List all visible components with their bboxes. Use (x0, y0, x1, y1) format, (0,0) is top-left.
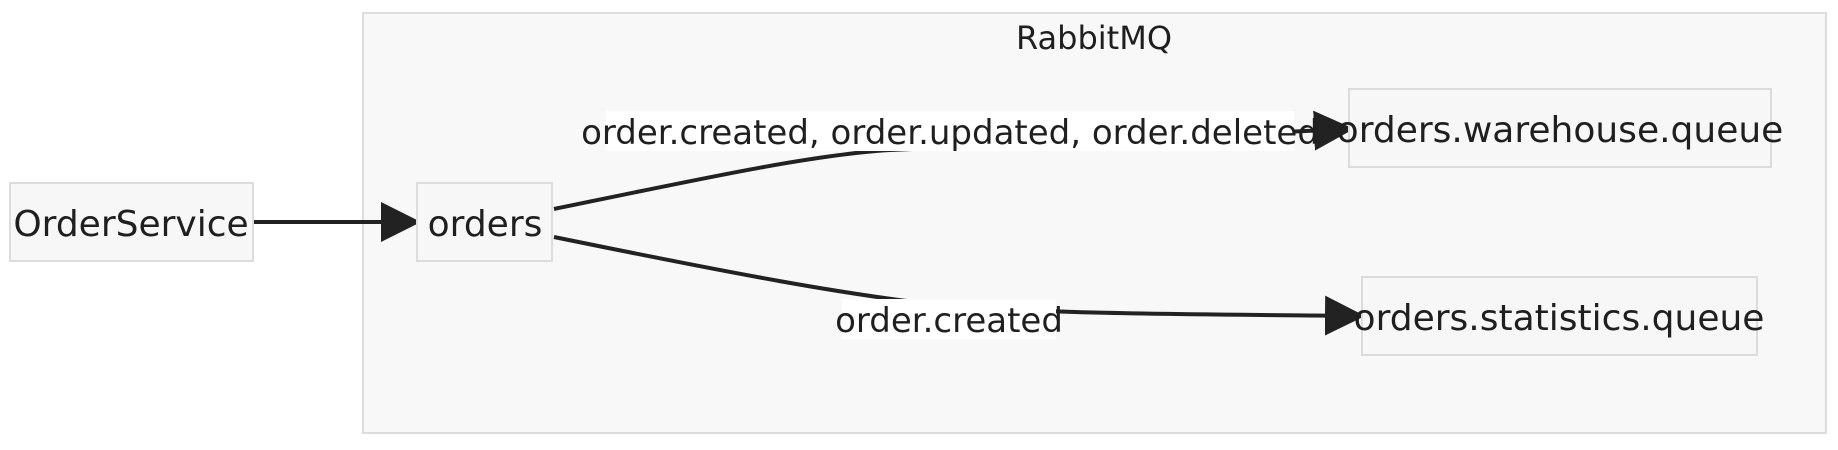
edge-label-warehouse-bg (606, 111, 1294, 151)
edge-label-warehouse-text: order.created, order.updated, order.dele… (581, 113, 1319, 153)
edge-exchange-to-warehouse (553, 110, 1354, 211)
node-statistics-queue: orders.statistics.queue (1354, 276, 1765, 356)
edge-label-statistics-text: order.created (835, 301, 1063, 341)
edge-label-statistics-bg (842, 299, 1056, 339)
node-warehouse-queue-box (1348, 88, 1772, 168)
node-orders-exchange: orders (416, 182, 553, 262)
node-order-service: OrderService (9, 182, 254, 262)
node-order-service-box (9, 182, 254, 262)
rabbitmq-cluster-label: RabbitMQ (1016, 19, 1172, 57)
rabbitmq-cluster-box (362, 12, 1827, 434)
node-warehouse-queue: orders.warehouse.queue (1337, 88, 1784, 168)
node-orders-exchange-label: orders (428, 204, 543, 245)
node-warehouse-queue-label: orders.warehouse.queue (1337, 110, 1784, 151)
node-orders-exchange-box (416, 182, 553, 262)
node-statistics-queue-label: orders.statistics.queue (1354, 298, 1765, 339)
edge-label-warehouse: order.created, order.updated, order.dele… (581, 111, 1319, 153)
rabbitmq-cluster: RabbitMQ (362, 12, 1827, 434)
node-statistics-queue-box (1361, 276, 1758, 356)
edge-label-statistics: order.created (835, 299, 1063, 341)
node-order-service-label: OrderService (13, 204, 248, 245)
